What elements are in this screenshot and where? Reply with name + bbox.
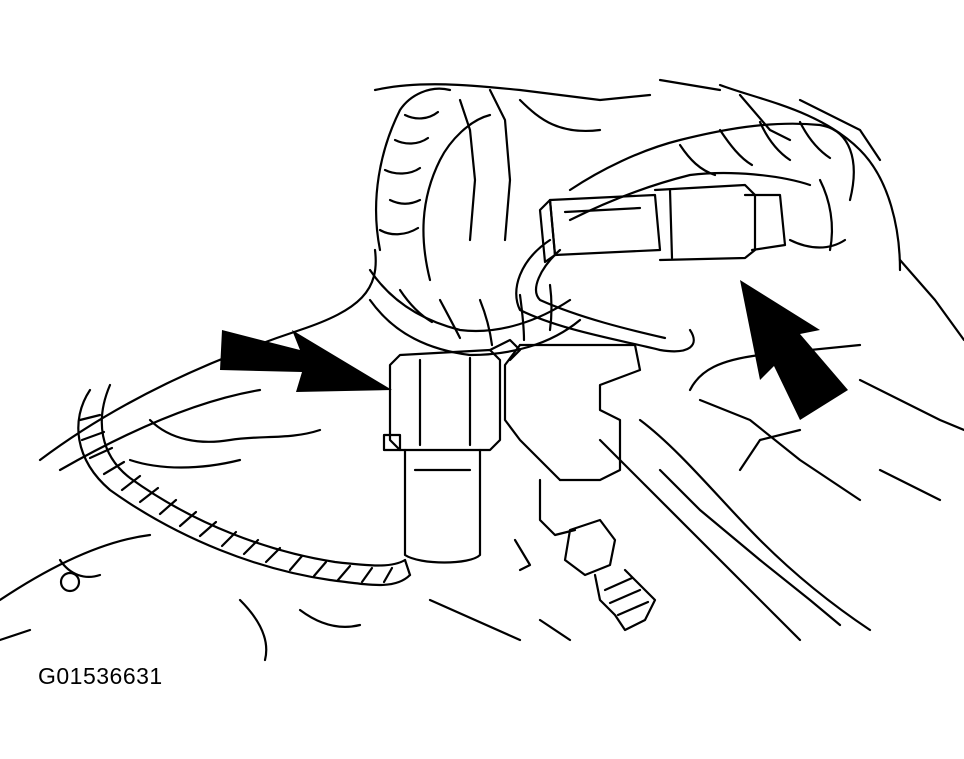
right-connector (538, 183, 787, 264)
sensor-body (503, 343, 642, 572)
harness-wrap-center (368, 268, 582, 357)
lower-background (0, 418, 572, 662)
wire-bridge (515, 238, 695, 353)
arrow-pointing-right-icon (220, 330, 392, 392)
left-connector (382, 338, 522, 564)
corrugated-conduit (77, 383, 412, 587)
background-structure (0, 78, 964, 642)
figure-id-label: G01536631 (38, 663, 163, 689)
main-harness-upper (375, 87, 512, 282)
right-harness-loom (568, 120, 855, 252)
arrow-pointing-up-left-icon (740, 280, 848, 420)
bolt (563, 518, 657, 632)
